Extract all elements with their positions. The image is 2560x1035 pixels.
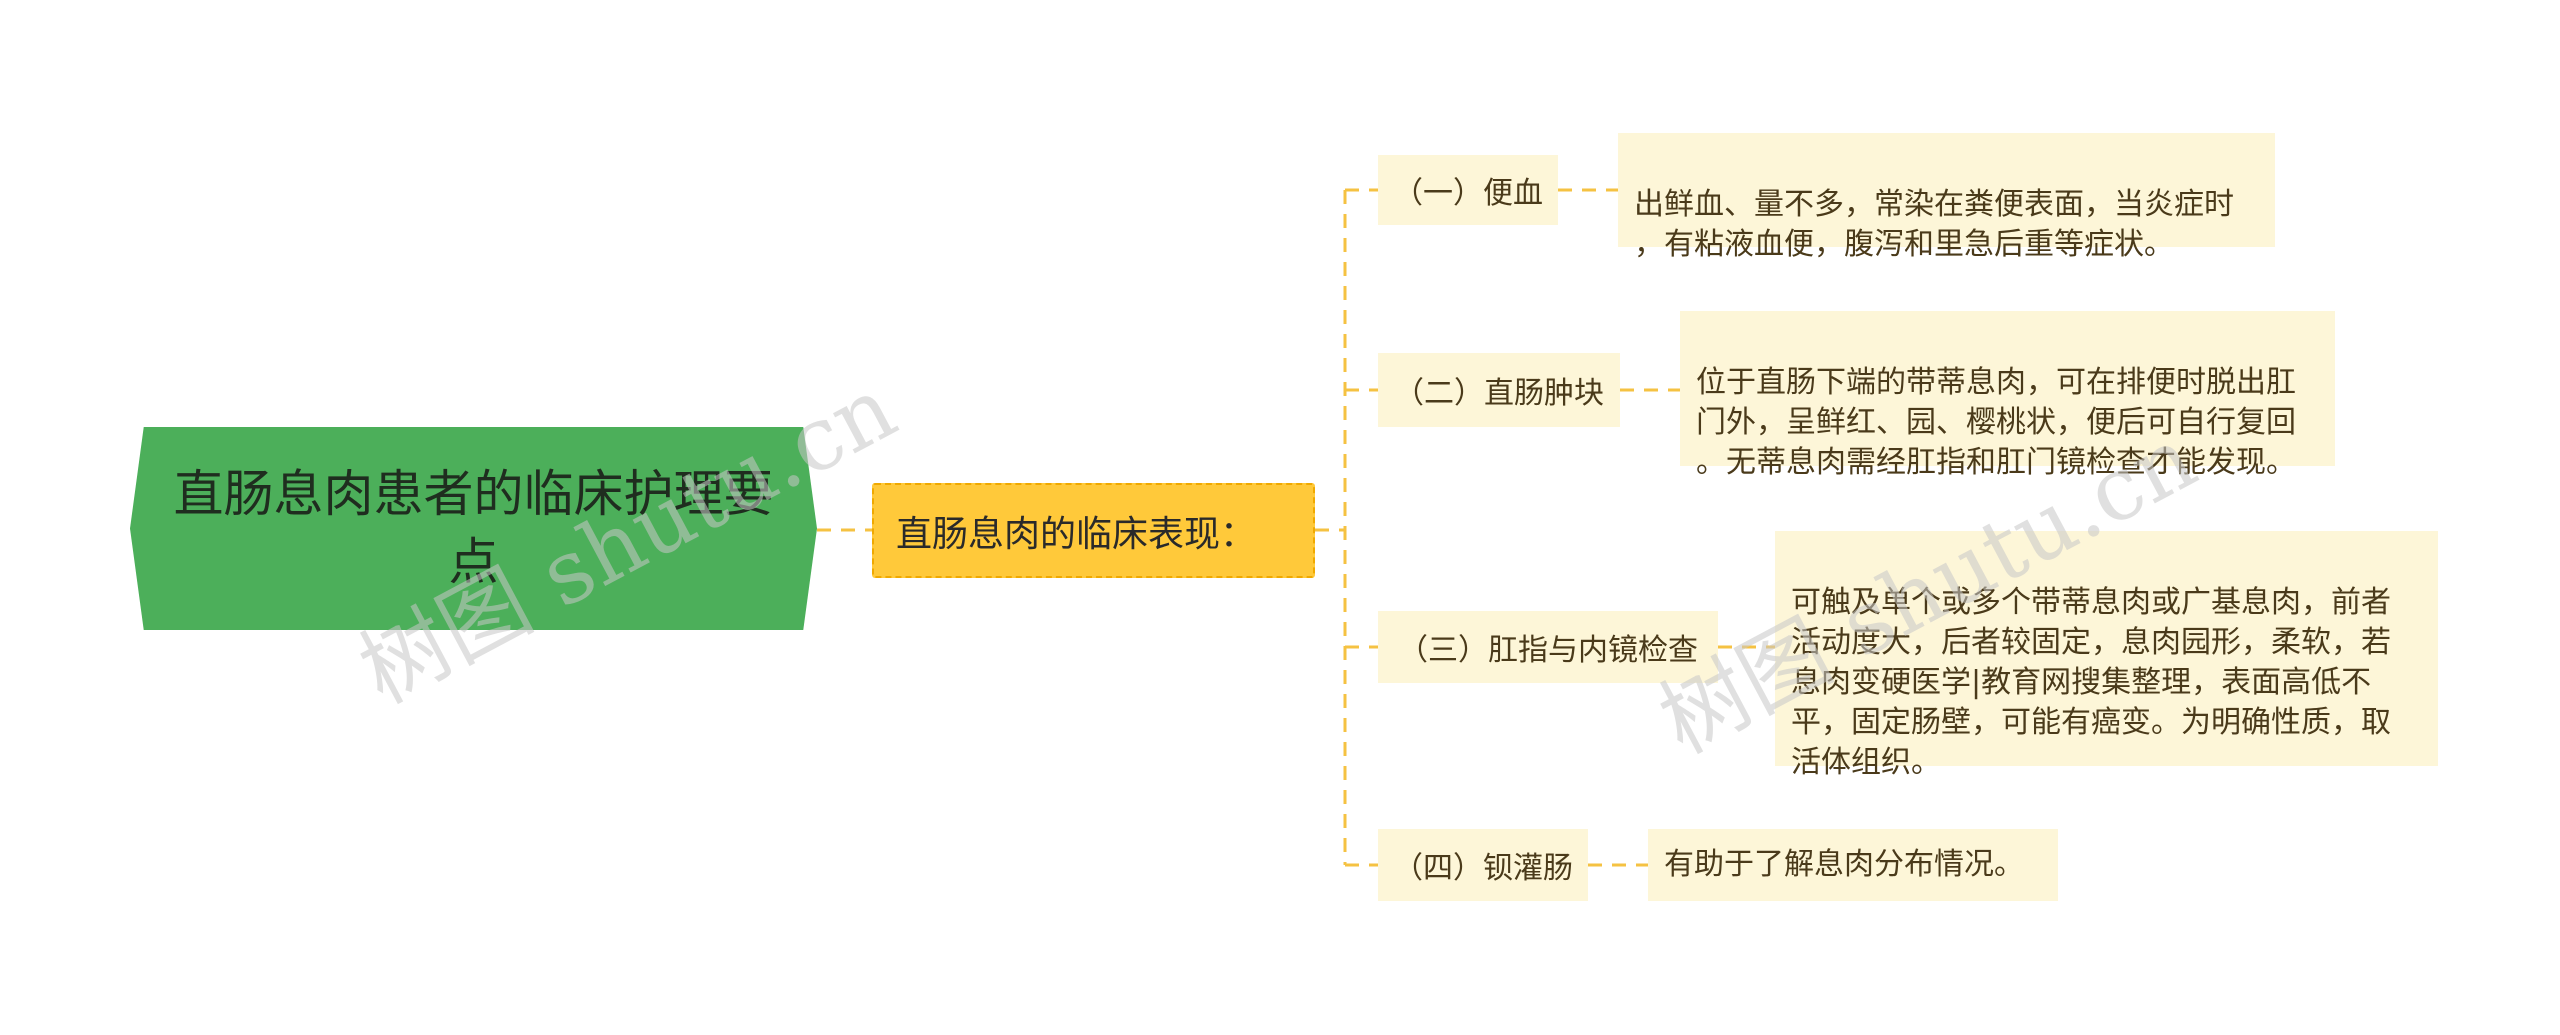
leaf-text: 可触及单个或多个带蒂息肉或广基息肉，前者 活动度大，后者较固定，息肉园形，柔软，… bbox=[1791, 585, 2391, 780]
leaf-node-barium-enema[interactable]: 有助于了解息肉分布情况。 bbox=[1648, 829, 2058, 901]
branch-label: （一）便血 bbox=[1393, 176, 1543, 211]
branch-label: （二）直肠肿块 bbox=[1394, 376, 1604, 411]
root-topic-label: 直肠息肉患者的临床护理要点 bbox=[173, 465, 774, 591]
branch-node-barium-enema[interactable]: （四）钡灌肠 bbox=[1378, 829, 1588, 901]
leaf-node-exam[interactable]: 可触及单个或多个带蒂息肉或广基息肉，前者 活动度大，后者较固定，息肉园形，柔软，… bbox=[1775, 531, 2438, 780]
subtopic-node[interactable]: 直肠息肉的临床表现： bbox=[872, 483, 1315, 578]
branch-label: （四）钡灌肠 bbox=[1393, 851, 1573, 886]
leaf-text: 有助于了解息肉分布情况。 bbox=[1664, 847, 2024, 882]
leaf-text: 位于直肠下端的带蒂息肉，可在排便时脱出肛 门外，呈鲜红、园、樱桃状，便后可自行复… bbox=[1696, 365, 2296, 480]
branch-node-rectal-mass[interactable]: （二）直肠肿块 bbox=[1378, 353, 1620, 427]
branch-label: （三）肛指与内镜检查 bbox=[1398, 633, 1698, 668]
branch-node-bleeding[interactable]: （一）便血 bbox=[1378, 155, 1558, 225]
root-topic[interactable]: 直肠息肉患者的临床护理要点 bbox=[130, 427, 817, 630]
leaf-node-bleeding[interactable]: 出鲜血、量不多，常染在粪便表面，当炎症时 ，有粘液血便，腹泻和里急后重等症状。 bbox=[1618, 133, 2275, 262]
branch-node-exam[interactable]: （三）肛指与内镜检查 bbox=[1378, 611, 1718, 683]
leaf-node-rectal-mass[interactable]: 位于直肠下端的带蒂息肉，可在排便时脱出肛 门外，呈鲜红、园、樱桃状，便后可自行复… bbox=[1680, 311, 2335, 480]
subtopic-label: 直肠息肉的临床表现： bbox=[896, 513, 1257, 555]
leaf-text: 出鲜血、量不多，常染在粪便表面，当炎症时 ，有粘液血便，腹泻和里急后重等症状。 bbox=[1634, 187, 2234, 262]
